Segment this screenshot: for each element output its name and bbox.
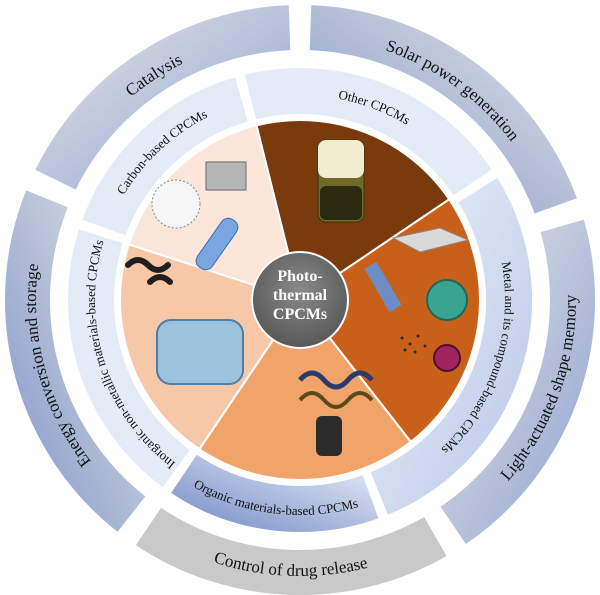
center-title-line-1: Photo-	[277, 268, 322, 285]
middle-ring-segment-4	[66, 226, 193, 490]
organic-illustrations	[298, 370, 374, 456]
inorganic-illustration	[156, 319, 244, 385]
outer-ring-segment-4	[3, 187, 149, 535]
material-sector-3	[197, 298, 413, 481]
center-title-line-3: CPCMs	[273, 306, 327, 323]
middle-ring-segment-3	[168, 451, 381, 534]
vial-illustration	[317, 139, 365, 223]
outer-ring-segment-2	[437, 217, 597, 547]
center-title-line-2: thermal	[273, 287, 328, 304]
middle-ring-segment-2	[368, 175, 534, 518]
center-circle: Photo- thermal CPCMs	[251, 251, 349, 349]
middle-ring-segment-5	[79, 74, 251, 239]
middle-ring-segment-1	[242, 66, 495, 198]
outer-ring-segment-3	[133, 505, 450, 595]
material-sector-2	[298, 197, 481, 444]
outer-ring-segment-1	[307, 3, 580, 217]
material-sector-5	[127, 124, 302, 302]
outer-ring-segment-5	[32, 3, 293, 193]
material-illustrations	[125, 139, 470, 456]
metal-illustrations	[364, 227, 470, 372]
carbon-illustrations	[125, 161, 247, 285]
